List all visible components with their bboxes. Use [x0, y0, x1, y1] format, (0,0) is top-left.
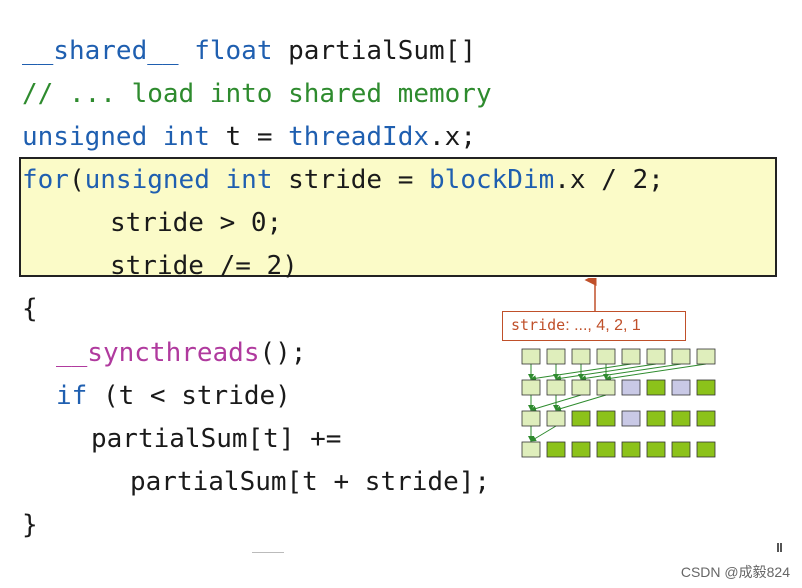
- space: [147, 122, 163, 152]
- keyword-float: float: [194, 36, 273, 66]
- memory-cell-green: [646, 410, 666, 427]
- memory-cell-light: [521, 441, 541, 458]
- divider-mark: [252, 552, 284, 553]
- memory-cell-light: [671, 348, 691, 365]
- keyword-int: int: [225, 165, 273, 195]
- memory-cell-green: [596, 410, 616, 427]
- code-line-accumulate: partialSum[t] +=: [91, 424, 342, 454]
- memory-cell-green: [696, 441, 716, 458]
- reduction-arrow-diagonal: [605, 363, 707, 382]
- code-line-comment: // ... load into shared memory: [22, 79, 492, 109]
- stride-init-tail: .x / 2;: [554, 165, 664, 195]
- code-line-open-brace: {: [22, 294, 38, 324]
- space: [179, 36, 195, 66]
- memory-cell-green: [596, 441, 616, 458]
- memory-cell-green: [696, 379, 716, 396]
- reduction-arrow-diagonal: [580, 363, 682, 382]
- keyword-unsigned: unsigned: [84, 165, 210, 195]
- keyword-shared: __shared__: [22, 36, 179, 66]
- memory-cell-light: [571, 348, 591, 365]
- keyword-unsigned: unsigned: [22, 122, 148, 152]
- keyword-if: if: [56, 381, 88, 411]
- assign-t: t =: [209, 122, 289, 152]
- member-x: .x;: [429, 122, 476, 152]
- memory-cell-green: [646, 379, 666, 396]
- open-paren: (: [68, 165, 85, 195]
- memory-cell-light: [696, 348, 716, 365]
- memory-cell-green: [671, 410, 691, 427]
- shared-array-name: partialSum[]: [272, 36, 476, 66]
- code-line-close-brace: }: [22, 510, 38, 540]
- memory-cell-green: [571, 410, 591, 427]
- memory-cell-lavender: [621, 410, 641, 427]
- memory-cell-green: [571, 441, 591, 458]
- reduction-arrow-diagonal: [555, 394, 607, 412]
- memory-cell-light: [546, 379, 566, 396]
- stride-callout-values: : ..., 4, 2, 1: [565, 317, 641, 334]
- memory-cell-lavender: [621, 379, 641, 396]
- stride-callout: stride: ..., 4, 2, 1: [502, 311, 686, 341]
- corner-icon: [777, 543, 782, 552]
- assign-stride: stride =: [272, 165, 430, 195]
- memory-cell-light: [646, 348, 666, 365]
- builtin-threadidx: threadIdx: [288, 122, 430, 152]
- memory-cell-lavender: [671, 379, 691, 396]
- memory-cell-light: [521, 410, 541, 427]
- code-line-syncthreads: __syncthreads();: [56, 338, 306, 368]
- builtin-blockdim: blockDim: [429, 165, 555, 195]
- space: [210, 165, 226, 195]
- code-line-for-update: stride /= 2): [110, 251, 298, 281]
- memory-cell-light: [521, 379, 541, 396]
- keyword-int: int: [162, 122, 210, 152]
- stride-callout-label: stride: [511, 316, 566, 334]
- reduction-diagram: [521, 278, 716, 458]
- for-loop-highlight-box: [19, 157, 777, 277]
- code-line-shared-decl: __shared__ float partialSum[]: [22, 36, 476, 66]
- memory-cell-light: [621, 348, 641, 365]
- watermark: CSDN @成毅824: [680, 564, 790, 580]
- code-line-thread-index: unsigned int t = threadIdx.x;: [22, 122, 476, 152]
- memory-cell-green: [671, 441, 691, 458]
- reduction-arrow-diagonal: [530, 425, 557, 442]
- call-parens: ();: [259, 338, 307, 368]
- memory-cell-green: [646, 441, 666, 458]
- memory-cell-green: [546, 441, 566, 458]
- memory-cell-light: [521, 348, 541, 365]
- code-line-for-header: for(unsigned int stride = blockDim.x / 2…: [22, 165, 664, 195]
- function-syncthreads: __syncthreads: [56, 338, 260, 368]
- code-line-if: if (t < stride): [56, 381, 291, 411]
- code-line-for-condition: stride > 0;: [110, 208, 283, 238]
- memory-cell-light: [546, 348, 566, 365]
- keyword-for: for: [22, 165, 69, 195]
- memory-cell-light: [596, 379, 616, 396]
- memory-cell-light: [571, 379, 591, 396]
- code-line-accumulate-rhs: partialSum[t + stride];: [130, 467, 491, 497]
- memory-cell-green: [696, 410, 716, 427]
- memory-cell-green: [621, 441, 641, 458]
- memory-cell-light: [596, 348, 616, 365]
- memory-cell-light: [546, 410, 566, 427]
- if-condition: (t < stride): [87, 381, 291, 411]
